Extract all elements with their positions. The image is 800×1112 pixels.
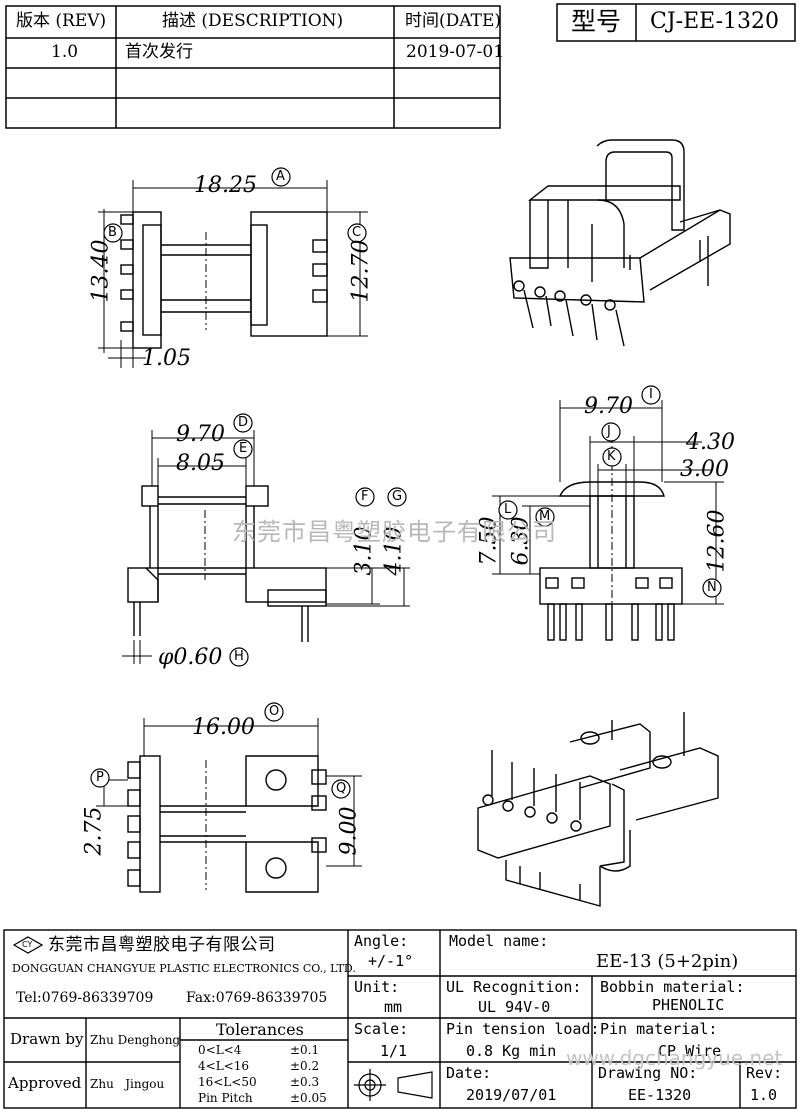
marker-h: H <box>234 649 244 664</box>
dim-k: 3.00 <box>680 457 729 482</box>
marker-j: J <box>607 424 611 439</box>
marker-p: P <box>96 770 104 785</box>
approved-value: Zhu Jingou <box>90 1077 165 1091</box>
desc-cell: 首次发行 <box>125 42 193 62</box>
dim-i: 9.70 <box>584 394 633 419</box>
dim-c: 12.70 <box>348 239 374 303</box>
view-3d-top <box>509 139 731 347</box>
view-bottom-left <box>96 718 362 893</box>
dim-p: 2.75 <box>81 806 107 856</box>
drawing-no-label: Drawing NO: <box>598 1064 698 1082</box>
drawn-by-label: Drawn by <box>10 1030 84 1048</box>
pins-3d-bottom <box>482 750 582 832</box>
pins-end-view <box>547 603 675 641</box>
model-name-value: EE-13 (5+2pin) <box>596 951 739 972</box>
dim-h: φ0.60 <box>158 645 223 670</box>
marker-a: A <box>276 169 285 184</box>
bobbin-label: Bobbin material: <box>600 978 745 996</box>
marker-e: E <box>239 441 248 456</box>
rev-header: 版本 (REV) <box>16 11 107 31</box>
dimension-markers <box>90 167 722 799</box>
unit-label: Unit: <box>354 978 400 996</box>
model-box-value: CJ-EE-1320 <box>650 9 780 34</box>
angle-value: +/-1° <box>368 952 414 970</box>
rev-value: 1.0 <box>750 1086 778 1104</box>
date-cell: 2019-07-01 <box>406 42 505 62</box>
scale-label: Scale: <box>354 1020 409 1038</box>
tolerance-value: ±0.1 <box>290 1043 320 1057</box>
tolerance-value: ±0.2 <box>290 1059 320 1073</box>
view-mid-right <box>492 400 724 641</box>
dim-j: 4.30 <box>686 430 735 455</box>
dim-a: 18.25 <box>194 173 257 198</box>
tolerance-range: Pin Pitch <box>198 1091 253 1105</box>
marker-q: Q <box>336 781 347 796</box>
model-name-label: Model name: <box>449 932 549 950</box>
scale-value: 1/1 <box>380 1042 408 1060</box>
dim-q: 9.00 <box>336 806 362 856</box>
marker-i: I <box>649 387 653 402</box>
company-fax: Fax:0769-86339705 <box>186 990 328 1006</box>
ul-value: UL 94V-0 <box>478 998 551 1016</box>
dim-d: 9.70 <box>176 422 225 447</box>
unit-value: mm <box>384 998 403 1016</box>
logo-text: CY <box>22 940 33 949</box>
date-header: 时间(DATE) <box>405 11 501 31</box>
company-name-en: DONGGUAN CHANGYUE PLASTIC ELECTRONICS CO… <box>12 962 356 975</box>
ul-label: UL Recognition: <box>446 978 582 996</box>
tolerance-value: ±0.3 <box>290 1075 320 1089</box>
marker-b: B <box>108 225 117 240</box>
rev-label: Rev: <box>746 1064 783 1082</box>
view-top-left <box>98 180 368 368</box>
approved-label: Approved <box>8 1074 82 1092</box>
marker-d: D <box>238 415 249 430</box>
pin-material-label: Pin material: <box>600 1020 718 1038</box>
marker-c: C <box>352 225 362 240</box>
desc-header: 描述 (DESCRIPTION) <box>162 11 344 31</box>
dim-b: 13.40 <box>88 239 114 303</box>
dim-o: 16.00 <box>192 715 255 740</box>
angle-label: Angle: <box>354 932 409 950</box>
model-box-label: 型号 <box>571 7 622 36</box>
marker-f: F <box>361 489 369 504</box>
date-value: 2019/07/01 <box>466 1086 557 1104</box>
projection-symbol <box>354 1069 433 1101</box>
pin-material-value: CP Wire <box>658 1042 722 1060</box>
marker-k: K <box>607 449 616 464</box>
revision-table-grid <box>5 3 796 129</box>
watermark-text: 东莞市昌粤塑胶电子有限公司 <box>232 518 557 546</box>
view-mid-left <box>122 430 410 664</box>
marker-l: L <box>504 502 512 517</box>
dim-1-05: 1.05 <box>142 346 191 371</box>
website-watermark: www.dgchangyue.net <box>566 1046 783 1070</box>
marker-m: M <box>539 509 551 524</box>
bobbin-value: PHENOLIC <box>652 996 725 1014</box>
pins-3d-top <box>513 255 631 347</box>
pin-tension-label: Pin tension load: <box>446 1020 600 1038</box>
company-name-cn: 东莞市昌粤塑胶电子有限公司 <box>48 935 276 955</box>
dim-e: 8.05 <box>176 451 225 476</box>
tolerances-title: Tolerances <box>216 1020 304 1039</box>
drawing-no-value: EE-1320 <box>628 1086 692 1104</box>
dim-n: 12.60 <box>704 509 730 573</box>
tolerance-range: 16<L<50 <box>198 1075 257 1089</box>
tolerance-range: 4<L<16 <box>198 1059 249 1073</box>
drawing-area <box>90 139 731 907</box>
view-3d-bottom <box>477 712 719 907</box>
tolerance-range: 0<L<4 <box>198 1043 242 1057</box>
tolerance-value: ±0.05 <box>290 1091 327 1105</box>
rev-cell: 1.0 <box>51 42 79 62</box>
marker-o: O <box>269 704 280 719</box>
marker-n: N <box>707 580 717 595</box>
company-tel: Tel:0769-86339709 <box>16 990 154 1006</box>
drawn-by-value: Zhu Denghong <box>90 1033 181 1047</box>
date-label: Date: <box>446 1064 492 1082</box>
marker-g: G <box>392 489 403 504</box>
pin-tension-value: 0.8 Kg min <box>466 1042 557 1060</box>
